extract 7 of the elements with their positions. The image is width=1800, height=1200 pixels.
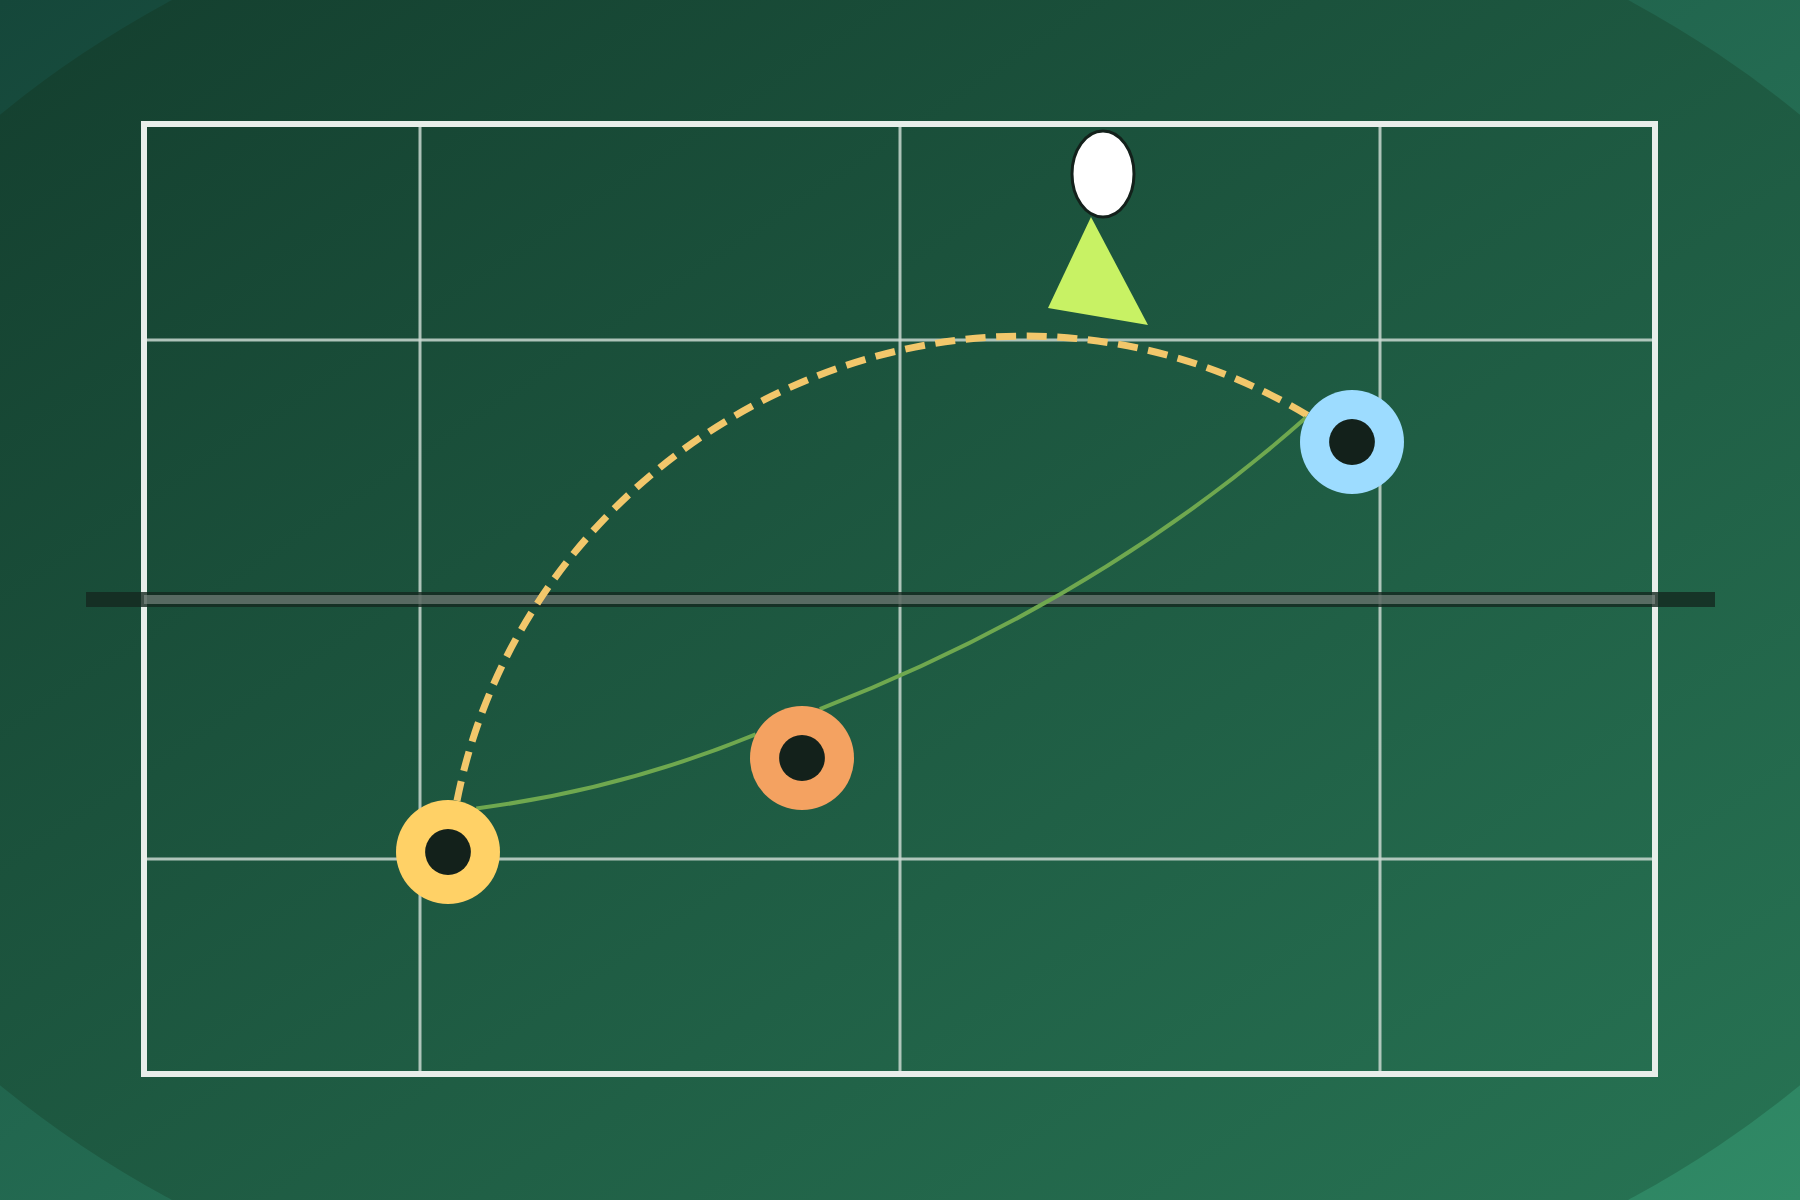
trajectory-line (476, 732, 757, 811)
dashed-trajectory (453, 333, 1309, 802)
player-marker (396, 800, 500, 904)
player-marker (750, 706, 854, 810)
trajectory-line (819, 416, 1308, 711)
player-marker (1300, 390, 1404, 494)
person-figure (1046, 128, 1150, 327)
